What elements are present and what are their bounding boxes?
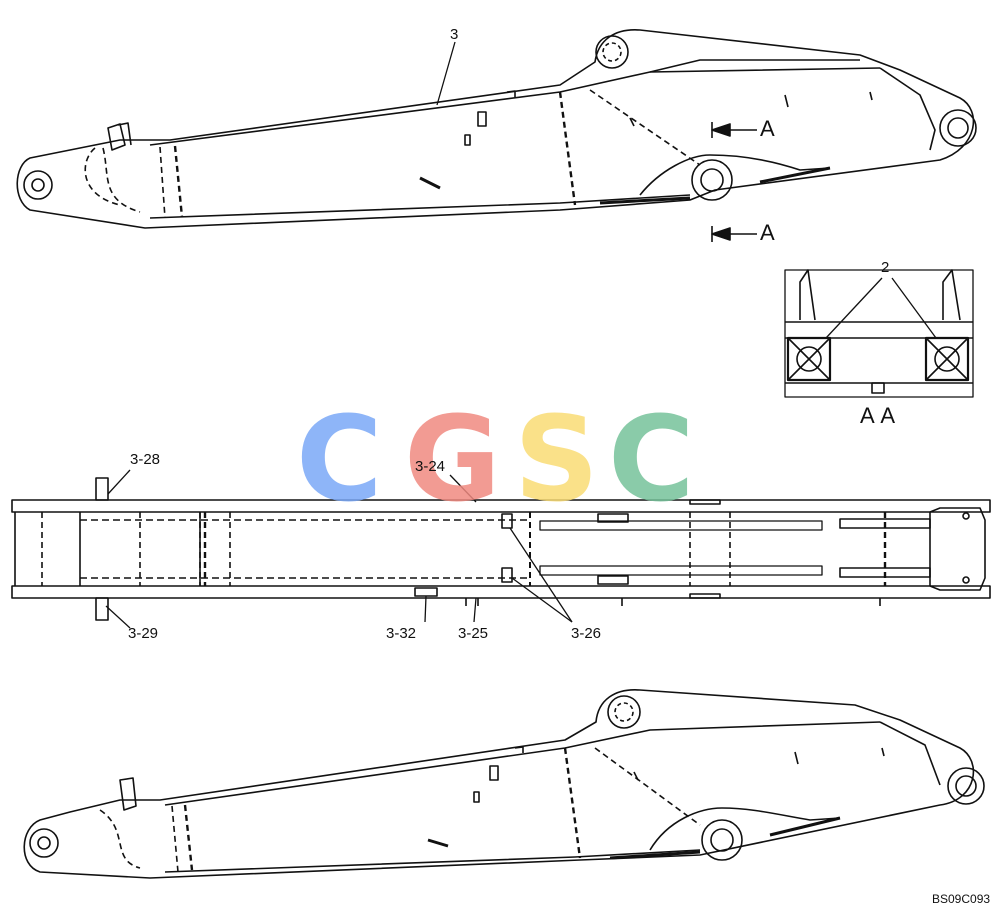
callout-part-3-29: 3-29 bbox=[128, 625, 159, 642]
callout-part-3-26: 3-26 bbox=[571, 625, 602, 642]
section-arrow-label-lower: A bbox=[760, 220, 776, 245]
callout-part-2: 2 bbox=[881, 259, 890, 276]
boom-top-view-middle bbox=[11, 469, 991, 629]
callout-part-3-32: 3-32 bbox=[386, 625, 417, 642]
callout-part-3-24: 3-24 bbox=[415, 458, 446, 475]
drawing-code: BS09C093 bbox=[932, 892, 991, 906]
boom-side-view-bottom bbox=[23, 689, 985, 879]
section-view-caption: A A bbox=[860, 403, 897, 428]
callout-part-3: 3 bbox=[450, 26, 459, 43]
section-arrow-label-upper: A bbox=[760, 116, 776, 141]
watermark-letter-2: G bbox=[404, 400, 501, 512]
boom-side-view-top bbox=[16, 29, 977, 242]
cgsc-watermark: C G S C bbox=[296, 400, 695, 512]
section-a-a-view bbox=[784, 269, 974, 398]
callout-part-3-25: 3-25 bbox=[458, 625, 489, 642]
callout-part-3-28: 3-28 bbox=[130, 451, 161, 468]
watermark-letter-3: S bbox=[514, 400, 599, 512]
watermark-letter-1: C bbox=[296, 400, 383, 512]
watermark-letter-4: C bbox=[608, 400, 695, 512]
